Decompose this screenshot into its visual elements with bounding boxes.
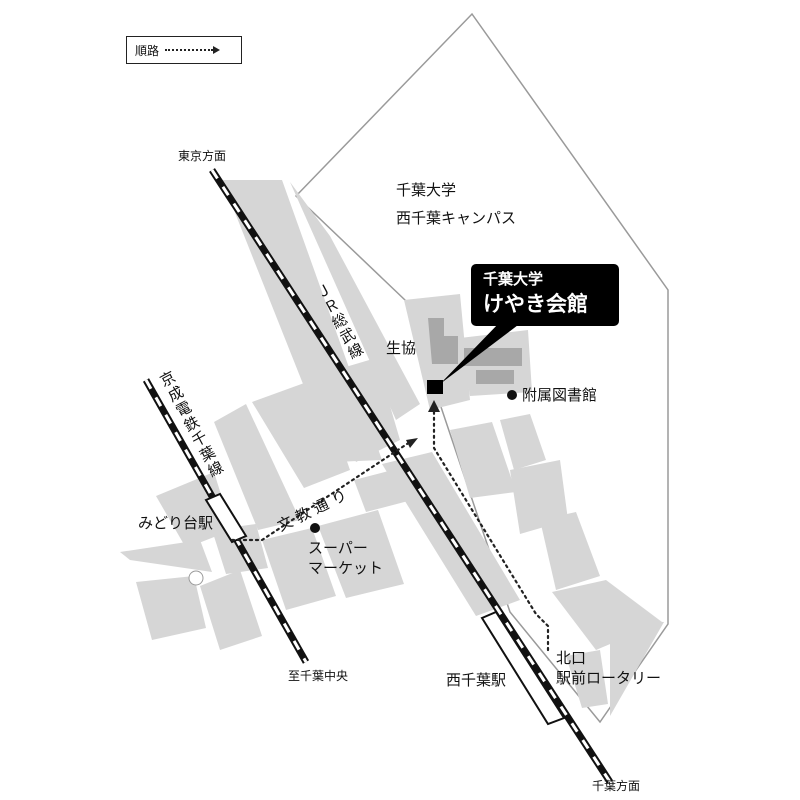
venue-name-line1: 千葉大学 [483, 270, 544, 288]
midoridai-station-label: みどり台駅 [138, 514, 214, 532]
nishichiba-station-label: 西千葉駅 [446, 671, 507, 689]
campus-buildings [428, 318, 522, 384]
callout-pointer [440, 322, 522, 384]
route-arrow-east [406, 438, 418, 448]
venue-name-line2: けやき会館 [483, 292, 588, 316]
venue-marker [427, 380, 443, 394]
legend-arrow-icon [213, 46, 221, 54]
midoridai-platform [204, 492, 248, 544]
legend-label: 順路 [135, 43, 160, 58]
coop-label: 生協 [386, 339, 417, 357]
roundabout [188, 570, 204, 586]
route-path [230, 410, 550, 652]
direction-chiba: 千葉方面 [592, 779, 641, 793]
jr-rail [209, 168, 613, 784]
direction-chiba-chuo: 至千葉中央 [288, 669, 349, 683]
route-arrow-north [428, 400, 440, 412]
direction-tokyo: 東京方面 [178, 149, 227, 163]
legend-box: 順路 [126, 36, 242, 64]
campus-name-line2: 西千葉キャンパス [396, 209, 517, 227]
north-exit-label-line1: 北口 [556, 649, 587, 667]
legend-dotted-line [165, 49, 214, 51]
library-label: 附属図書館 [522, 386, 598, 404]
nishichiba-platform [480, 610, 566, 726]
campus-name-line1: 千葉大学 [396, 181, 457, 199]
venue-callout: 千葉大学 けやき会館 [471, 264, 619, 326]
library-dot [507, 390, 517, 400]
supermarket-dot [310, 523, 320, 533]
supermarket-label-line1: スーパー [308, 539, 368, 557]
supermarket-label-line2: マーケット [308, 559, 384, 577]
north-exit-label-line2: 駅前ロータリー [556, 669, 662, 687]
